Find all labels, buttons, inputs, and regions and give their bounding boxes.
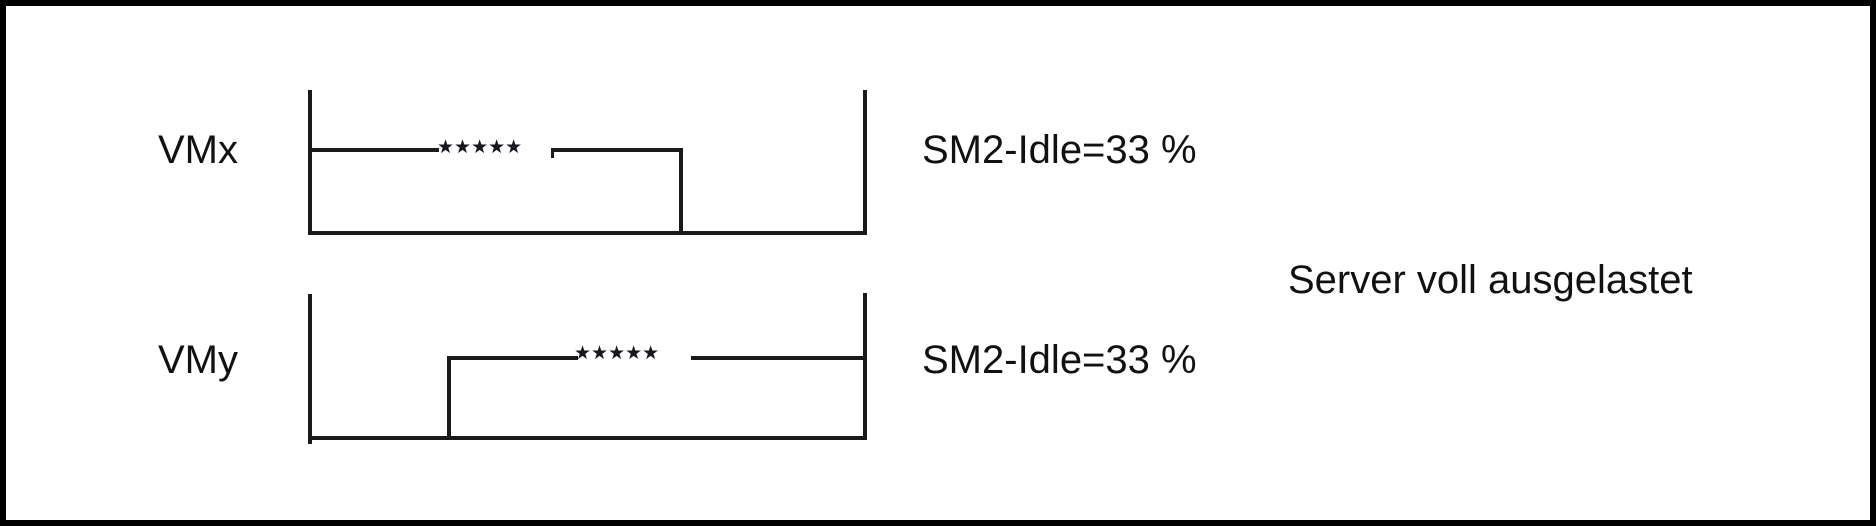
vmy-label: VMy	[158, 338, 238, 382]
vmy-idle-to-busy-step-line	[447, 356, 451, 440]
vmy-left-boundary-line	[308, 294, 312, 444]
vmx-left-boundary-line	[308, 90, 312, 235]
vmx-label: VMx	[158, 128, 238, 172]
vmx-busy-line-1	[308, 148, 439, 152]
vmx-interrupt-stars: ★★★★★	[437, 136, 523, 158]
vmy-idle-value-label: SM2-Idle=33 %	[922, 338, 1197, 382]
vmy-right-boundary-line	[863, 293, 867, 440]
vmx-busy-line-2-tick	[551, 150, 554, 158]
vmx-right-boundary-line	[863, 90, 867, 235]
vmx-idle-value-label: SM2-Idle=33 %	[922, 128, 1197, 172]
vmy-busy-line-2	[691, 356, 867, 360]
vmy-busy-line-1	[447, 356, 578, 360]
vmx-busy-line-2	[551, 148, 683, 152]
server-load-annotation: Server voll ausgelastet	[1288, 258, 1693, 302]
vmy-interrupt-stars: ★★★★★	[574, 342, 660, 364]
vmy-baseline	[308, 436, 867, 440]
vmx-baseline	[308, 231, 867, 235]
vmx-busy-to-idle-drop-line	[679, 148, 683, 235]
